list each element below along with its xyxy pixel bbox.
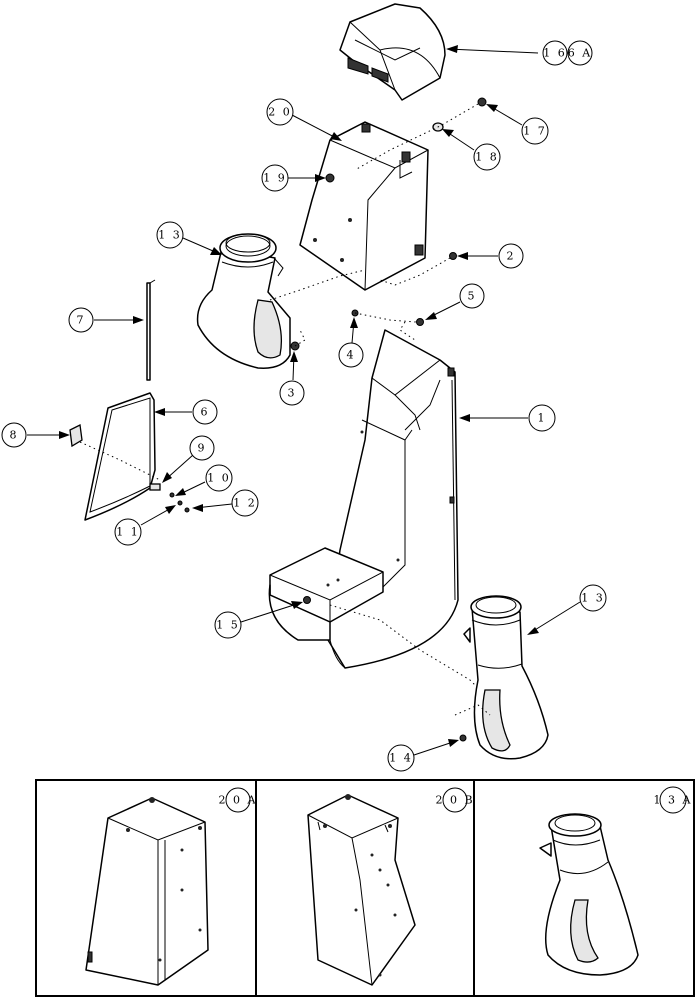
inset-20b-chute <box>307 794 416 986</box>
svg-text:5: 5 <box>468 290 477 303</box>
callout-14: 1 4 <box>387 744 415 772</box>
svg-text:1 6: 1 6 <box>543 47 567 60</box>
main-chute-part-1 <box>268 329 459 669</box>
callout-13-left: 1 3 <box>156 221 184 249</box>
callout-15: 1 5 <box>214 611 242 639</box>
leader-7 <box>94 316 144 324</box>
inset-label-20b: 2 0 B <box>435 787 474 813</box>
callout-19: 1 9 <box>261 164 289 192</box>
leader-5 <box>425 301 461 320</box>
latch-part-8 <box>69 424 83 448</box>
callout-18: 1 8 <box>473 143 501 171</box>
callout-6: 6 <box>192 399 218 425</box>
upper-chute-part-20 <box>299 121 429 291</box>
svg-text:7: 7 <box>77 314 86 327</box>
inset-20a-chute <box>85 797 209 986</box>
svg-text:1 1: 1 1 <box>116 526 140 539</box>
callout-7: 7 <box>68 307 94 333</box>
rod-part-7 <box>146 282 151 381</box>
leader-13-left <box>182 237 222 255</box>
svg-text:6 A: 6 A <box>568 47 592 60</box>
callout-9: 9 <box>189 435 215 461</box>
inset-frame <box>35 779 695 997</box>
svg-text:1 9: 1 9 <box>263 172 287 185</box>
svg-text:1 3: 1 3 <box>158 229 182 242</box>
inset-13a-spout <box>539 813 639 976</box>
bolt-2 <box>449 252 457 260</box>
svg-text:1 4: 1 4 <box>389 752 413 765</box>
leader-1 <box>459 414 528 422</box>
inset-label-20a: 2 0 A <box>219 787 258 813</box>
svg-text:2 0: 2 0 <box>268 106 292 119</box>
callout-12: 1 2 <box>231 489 259 517</box>
leader-2 <box>457 252 498 260</box>
leader-17 <box>486 104 523 126</box>
leader-20 <box>291 114 342 141</box>
callout-3: 3 <box>279 380 305 406</box>
svg-text:9: 9 <box>198 442 207 455</box>
leader-14 <box>413 739 459 756</box>
callout-10: 1 0 <box>205 464 233 492</box>
bolt-14 <box>459 734 467 742</box>
svg-text:1 5: 1 5 <box>216 619 240 632</box>
svg-text:3: 3 <box>288 387 297 400</box>
svg-text:1 7: 1 7 <box>523 125 547 138</box>
svg-text:2 0 B: 2 0 B <box>435 794 474 807</box>
svg-text:1 2: 1 2 <box>233 497 257 510</box>
nut-19 <box>325 173 335 183</box>
leader-10 <box>175 481 206 496</box>
leader-12 <box>192 503 233 512</box>
callout-11: 1 1 <box>114 518 142 546</box>
leader-16 <box>446 45 539 54</box>
callout-4: 4 <box>338 342 364 368</box>
leader-8 <box>27 431 70 439</box>
leader-13-right <box>527 601 581 635</box>
callout-17: 1 7 <box>521 117 549 145</box>
callout-8: 8 <box>1 422 27 448</box>
door-panel-part-6 <box>84 392 161 521</box>
washer-10 <box>169 492 175 498</box>
nut-15 <box>303 596 311 604</box>
svg-text:4: 4 <box>347 349 356 362</box>
svg-text:6: 6 <box>201 406 210 419</box>
spout-part-13-right <box>463 595 549 760</box>
leader-4 <box>350 317 358 344</box>
svg-text:1: 1 <box>538 412 547 425</box>
nut-5 <box>416 318 424 326</box>
spout-part-13-left <box>196 233 291 369</box>
svg-text:8: 8 <box>10 429 19 442</box>
washer-11 <box>177 500 183 506</box>
hood-part-16 <box>339 3 446 101</box>
leader-6 <box>154 408 192 416</box>
leader-11 <box>140 505 176 526</box>
callout-6a: 6 A <box>567 40 593 66</box>
svg-text:1 0: 1 0 <box>207 472 231 485</box>
svg-text:1 3: 1 3 <box>581 592 605 605</box>
callout-20: 2 0 <box>266 98 294 126</box>
callout-2: 2 <box>498 243 524 269</box>
bolt-17 <box>477 97 487 107</box>
leader-3 <box>290 351 298 381</box>
svg-text:2 0 A: 2 0 A <box>219 794 258 807</box>
callout-5: 5 <box>459 283 485 309</box>
svg-text:2: 2 <box>507 250 516 263</box>
leader-18 <box>442 129 475 151</box>
leader-9 <box>162 454 194 483</box>
inset-label-13a: 1 3 A <box>654 786 693 814</box>
callout-16: 1 6 <box>542 40 568 66</box>
nut-12 <box>184 507 190 513</box>
callout-13-right: 1 3 <box>579 584 607 612</box>
callout-1: 1 <box>528 404 556 432</box>
svg-text:1 8: 1 8 <box>475 151 499 164</box>
svg-text:1 3 A: 1 3 A <box>654 794 693 807</box>
leader-15 <box>240 601 303 623</box>
leader-19 <box>288 174 326 182</box>
